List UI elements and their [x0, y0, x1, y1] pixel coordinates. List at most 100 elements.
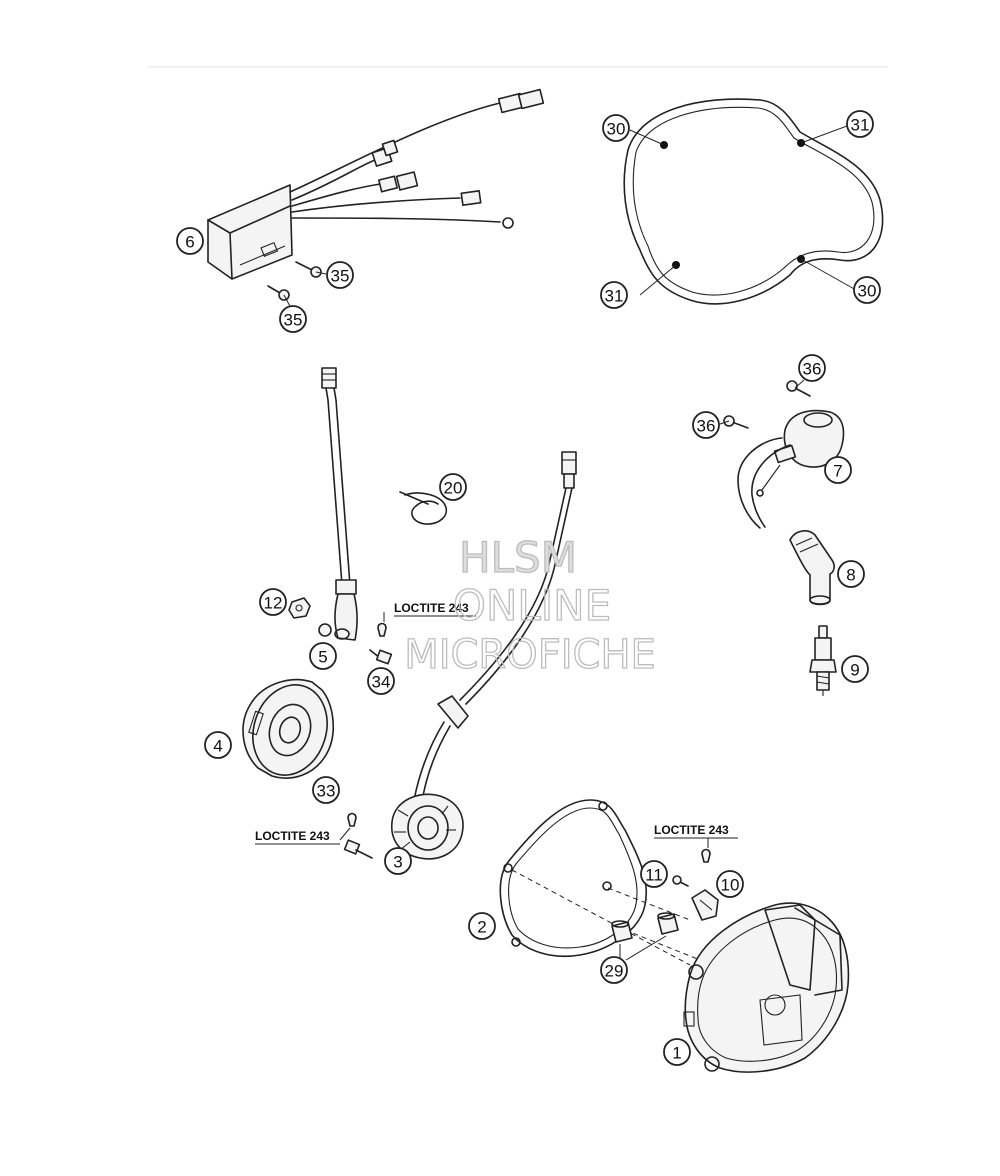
flywheel-rotor[interactable] [242, 675, 339, 785]
callout-label: 36 [803, 360, 822, 379]
callout-c36a[interactable]: 36 [798, 354, 826, 382]
callout-circle [600, 956, 628, 984]
callout-c2[interactable]: 2 [468, 912, 496, 940]
callout-label: 20 [444, 479, 463, 498]
callout-c10[interactable]: 10 [716, 870, 744, 898]
alignment-line [607, 887, 691, 921]
callout-label: 35 [284, 311, 303, 330]
callout-label: 5 [318, 648, 327, 667]
callout-label: 11 [645, 866, 663, 885]
alignment-line [624, 929, 701, 961]
spark-plug[interactable] [809, 625, 837, 696]
callout-c34[interactable]: 34 [367, 667, 395, 695]
callout-c5[interactable]: 5 [309, 642, 337, 670]
screw-34[interactable] [369, 622, 393, 665]
callout-label: 6 [185, 233, 194, 252]
callout-circle [716, 870, 744, 898]
callout-c4[interactable]: 4 [204, 731, 232, 759]
callout-c36b[interactable]: 36 [692, 411, 720, 439]
callout-c8[interactable]: 8 [837, 560, 865, 588]
callout-c33[interactable]: 33 [312, 776, 340, 804]
callout-label: 31 [851, 116, 870, 135]
watermark-line-1: HLSM [459, 533, 577, 582]
callout-label: 8 [846, 566, 855, 585]
watermark: HLSM HLSM ONLINE MICROFICHE [404, 532, 657, 678]
callout-circle [824, 456, 852, 484]
screw-11[interactable] [672, 848, 711, 887]
callout-c9[interactable]: 9 [841, 655, 869, 683]
callout-label: 2 [477, 918, 486, 937]
screw-33[interactable] [343, 812, 373, 859]
callout-circle [309, 642, 337, 670]
ignition-coil[interactable] [723, 380, 845, 529]
callout-label: 7 [833, 462, 842, 481]
ignition-cover[interactable] [683, 902, 850, 1073]
pulse-generator-cable[interactable] [318, 367, 358, 641]
callout-circle [841, 655, 869, 683]
callout-c30b[interactable]: 30 [853, 276, 881, 304]
alignment-line [511, 869, 691, 966]
loctite-note-33: LOCTITE 243 [255, 829, 330, 843]
callout-circle [798, 354, 826, 382]
callout-c30a[interactable]: 30 [602, 114, 630, 142]
callout-label: 1 [672, 1044, 681, 1063]
callout-circle [204, 731, 232, 759]
callout-label: 30 [858, 282, 877, 301]
callout-circle [439, 473, 467, 501]
callout-c20[interactable]: 20 [439, 473, 467, 501]
watermark-line-1-outline: HLSM [459, 533, 577, 582]
callout-circle [692, 411, 720, 439]
loctite-note-11: LOCTITE 243 [654, 823, 729, 837]
callout-circle [468, 912, 496, 940]
callout-c6[interactable]: 6 [176, 227, 204, 255]
callout-c11[interactable]: 11 [640, 860, 668, 888]
callout-circle [326, 261, 354, 289]
callout-c12[interactable]: 12 [259, 588, 287, 616]
callout-circle [312, 776, 340, 804]
callout-label: 33 [317, 782, 336, 801]
stator-with-cable[interactable] [391, 451, 577, 860]
callout-circle [837, 560, 865, 588]
callout-circle [846, 110, 874, 138]
callout-label: 36 [697, 417, 716, 436]
callout-label: 10 [721, 876, 740, 895]
callout-circle [640, 860, 668, 888]
callout-label: 29 [605, 962, 624, 981]
callout-label: 35 [331, 267, 350, 286]
leader-lines [283, 125, 857, 961]
cdi-unit-harness[interactable] [207, 88, 545, 301]
callout-c1[interactable]: 1 [663, 1038, 691, 1066]
callout-circle [176, 227, 204, 255]
watermark-line-2: ONLINE [453, 581, 611, 630]
callout-circle [384, 847, 412, 875]
ignition-cover-gasket-top[interactable] [623, 98, 884, 305]
loctite-notes: LOCTITE 243 LOCTITE 243 LOCTITE 243 [255, 601, 738, 845]
callout-c7[interactable]: 7 [824, 456, 852, 484]
callout-label: 30 [607, 120, 626, 139]
callout-c35b[interactable]: 35 [279, 305, 307, 333]
dowel-pins[interactable] [611, 912, 679, 943]
callout-label: 3 [393, 853, 402, 872]
callout-circle [259, 588, 287, 616]
callout-circle [853, 276, 881, 304]
spark-plug-cap[interactable] [789, 530, 835, 606]
ignition-cover-gasket[interactable] [499, 799, 648, 958]
cable-tie[interactable] [399, 491, 447, 525]
cable-clamp[interactable] [691, 889, 719, 921]
callout-c35a[interactable]: 35 [326, 261, 354, 289]
callout-label: 12 [264, 594, 283, 613]
callout-circle [367, 667, 395, 695]
callout-circle [663, 1038, 691, 1066]
callout-c31b[interactable]: 31 [600, 281, 628, 309]
callout-label: 31 [605, 287, 624, 306]
callout-label: 9 [850, 661, 859, 680]
callout-c29[interactable]: 29 [600, 956, 628, 984]
callout-c31a[interactable]: 31 [846, 110, 874, 138]
nut-12[interactable] [288, 597, 311, 619]
callout-c3[interactable]: 3 [384, 847, 412, 875]
callout-label: 4 [213, 737, 222, 756]
callout-circle [279, 305, 307, 333]
